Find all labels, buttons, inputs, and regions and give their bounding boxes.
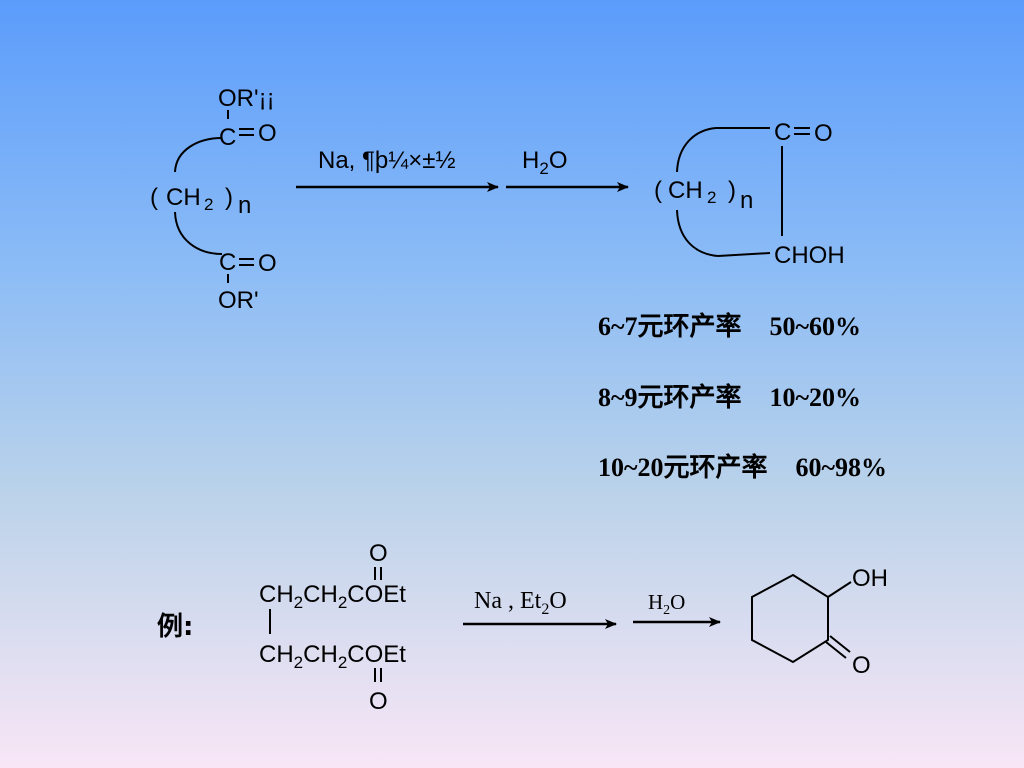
ketone-oxygen-example: O bbox=[852, 652, 871, 679]
example-label: 例: bbox=[157, 612, 194, 642]
example-reactant: O CH2CH2COEt CH2CH2COEt O bbox=[259, 540, 406, 715]
ring-size-label: 6~7元环产率 bbox=[598, 312, 742, 341]
bottom-ester-group: OR' bbox=[218, 287, 259, 314]
ring-size-label: 8~9元环产率 bbox=[598, 383, 742, 412]
top-ester-chain: CH2CH2COEt bbox=[259, 581, 406, 612]
product-ch2-subscript: 2 bbox=[707, 188, 716, 207]
cyclohexanone-product: OH O bbox=[751, 565, 888, 679]
product-ch2-group: CH bbox=[668, 177, 703, 204]
ketone-double-bond-example-1 bbox=[829, 635, 851, 653]
ch2-group: CH bbox=[166, 184, 201, 211]
ch2-subscript: 2 bbox=[204, 195, 213, 214]
reagent-sodium-solvent: Na, ¶þ¼×±½ bbox=[318, 147, 455, 174]
reagent-water-h: H2O bbox=[522, 147, 567, 178]
chain-arc-top bbox=[174, 137, 223, 173]
close-paren: ) bbox=[225, 184, 233, 211]
example-reagent-2: H2O bbox=[648, 590, 685, 618]
product-open-paren: ( bbox=[654, 177, 662, 204]
top-carbonyl-oxygen: O bbox=[258, 120, 277, 147]
example-reagent-1: Na , Et2O bbox=[474, 588, 567, 618]
product-repeat-n: n bbox=[740, 187, 753, 214]
top-ester-group: OR'¡¡ bbox=[218, 85, 275, 112]
alcohol-group: CHOH bbox=[774, 242, 845, 269]
top-carbonyl-oxygen-example: O bbox=[369, 540, 388, 567]
yield-value: 50~60% bbox=[769, 312, 862, 341]
product-close-paren: ) bbox=[728, 177, 736, 204]
bottom-carbonyl-oxygen: O bbox=[258, 250, 277, 277]
bottom-ester-chain: CH2CH2COEt bbox=[259, 641, 406, 672]
yield-value: 10~20% bbox=[769, 383, 862, 412]
ring-size-label: 10~20元环产率 bbox=[598, 453, 768, 482]
repeat-n: n bbox=[238, 192, 251, 219]
cyclohexane-ring bbox=[751, 573, 829, 664]
hydroxyl-bond bbox=[827, 581, 852, 598]
yield-value: 60~98% bbox=[795, 453, 888, 482]
yield-row-10-20: 10~20元环产率 60~98% bbox=[598, 447, 887, 484]
chain-arc-bottom bbox=[174, 211, 223, 255]
ketone-double-bond-example-2 bbox=[825, 641, 847, 659]
ketone-oxygen: O bbox=[814, 120, 833, 147]
yield-row-6-7: 6~7元环产率 50~60% bbox=[598, 306, 861, 343]
hydroxyl-group: OH bbox=[852, 565, 888, 592]
top-carbonyl-carbon: C bbox=[219, 124, 236, 151]
ring-bond-bottom bbox=[717, 252, 771, 257]
open-paren: ( bbox=[150, 184, 158, 211]
product-arc-top bbox=[676, 127, 717, 173]
diester-reactant: OR'¡¡ C O ( CH 2 ) n C O OR' bbox=[150, 85, 277, 314]
acyloin-product: C O ( CH 2 ) n CHOH bbox=[654, 119, 845, 269]
product-arc-bottom bbox=[676, 209, 719, 257]
ketone-carbon: C bbox=[774, 119, 791, 146]
bottom-carbonyl-carbon: C bbox=[219, 249, 236, 276]
bottom-carbonyl-oxygen-example: O bbox=[369, 688, 388, 715]
yield-row-8-9: 8~9元环产率 10~20% bbox=[598, 377, 861, 414]
